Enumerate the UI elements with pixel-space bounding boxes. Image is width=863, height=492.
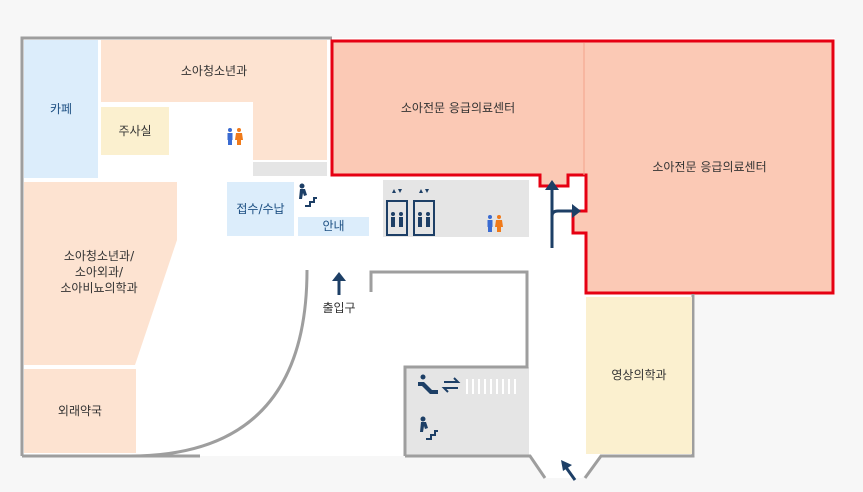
injection-room-label: 주사실	[118, 123, 152, 138]
outer-wall	[20, 36, 332, 456]
moving-walk-icon	[466, 379, 516, 394]
pediatric-youth-room-lower	[253, 100, 327, 160]
outpatient-pharmacy[interactable]: 외래약국	[24, 369, 136, 453]
corridor-strip	[253, 162, 327, 176]
pediatric-combined-room[interactable]: 소아청소년과/ 소아외과/ 소아비뇨의학과	[24, 182, 174, 362]
pediatric-youth-room[interactable]: 소아청소년과	[101, 40, 327, 102]
outer-wall-bottom-mid	[405, 454, 547, 479]
entrance-label-box[interactable]: 출입구	[313, 298, 365, 318]
entrance-label: 출입구	[322, 300, 356, 315]
radiology-room[interactable]: 영상의학과	[586, 297, 692, 454]
escalator-icon	[418, 374, 438, 394]
radiology-label: 영상의학과	[611, 368, 667, 383]
direction-arrow-icon	[545, 180, 581, 248]
elevator-icon	[386, 189, 408, 236]
pediatric-youth-room-side	[101, 100, 253, 102]
emergency-center-left-label: 소아전문 응급의료센터	[400, 100, 516, 115]
restroom-icon	[227, 128, 243, 145]
injection-room[interactable]: 주사실	[101, 107, 169, 155]
pediatric-combined-label: 소아청소년과/ 소아외과/ 소아비뇨의학과	[60, 248, 138, 296]
emergency-center-area	[330, 39, 835, 295]
emergency-center-left[interactable]: 소아전문 응급의료센터	[334, 43, 582, 173]
outer-wall-right	[583, 294, 695, 479]
curved-wall	[129, 269, 309, 458]
emergency-center-right[interactable]: 소아전문 응급의료센터	[588, 43, 831, 291]
cafe-label: 카페	[49, 101, 73, 116]
reception-label: 접수/수납	[236, 201, 285, 216]
inner-wall	[369, 270, 529, 456]
outpatient-pharmacy-label: 외래약국	[57, 403, 103, 418]
stairs-icon	[420, 416, 438, 440]
information-label: 안내	[322, 219, 345, 234]
elevator-icon	[413, 189, 435, 236]
restroom-icon	[487, 215, 503, 232]
direction-arrow-icon	[561, 460, 577, 481]
moving-walk-icon	[441, 377, 461, 393]
entrance-arrow-icon	[332, 272, 346, 295]
emergency-center-right-label: 소아전문 응급의료센터	[652, 159, 767, 174]
reception-desk[interactable]: 접수/수납	[227, 182, 294, 236]
pediatric-youth-label: 소아청소년과	[180, 63, 248, 78]
information-desk[interactable]: 안내	[298, 217, 369, 236]
stairs-icon	[299, 183, 317, 207]
cafe-room[interactable]: 카페	[24, 40, 98, 178]
